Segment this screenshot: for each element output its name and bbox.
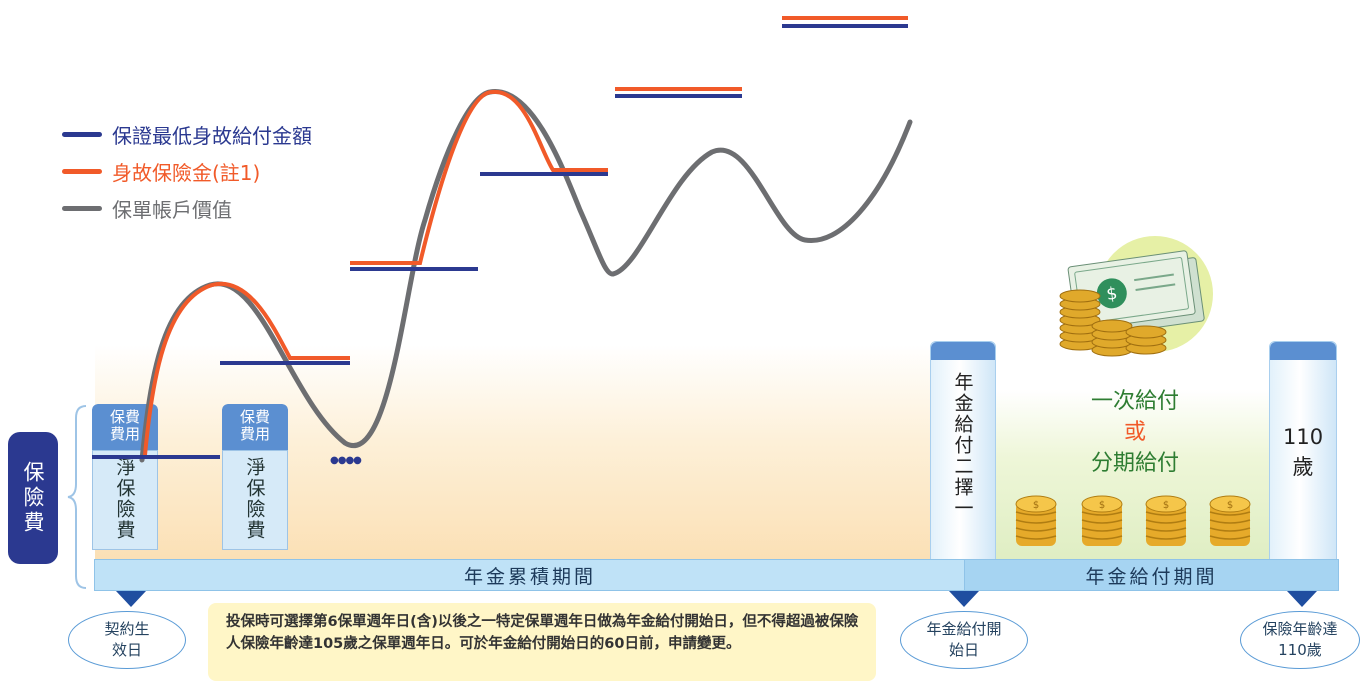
milestone-age-110-label: 保險年齡達110歲 [1262, 620, 1338, 659]
premium-badge-label: 保險費 [21, 460, 45, 536]
continuation-dots: ●●●● [330, 455, 362, 466]
death-benefit-curve [143, 281, 350, 456]
premium-fee-2: 保費費用 [222, 404, 288, 450]
premium-fee-1-label: 保費費用 [109, 408, 140, 443]
legend-swatch-guaranteed [62, 132, 102, 137]
milestone-age-110: 保險年齡達110歲 [1240, 611, 1360, 669]
annuity-choice-label: 年金給付二擇一 [951, 372, 974, 519]
premium-tower-1: 保費費用 淨保險費 [92, 404, 158, 550]
legend-label-account-value: 保單帳戶價值 [112, 198, 232, 222]
money-illustration: $ [1059, 236, 1213, 357]
accumulation-period-bar: 年金累積期間 [94, 559, 966, 591]
legend-label-guaranteed: 保證最低身故給付金額 [112, 124, 312, 148]
age-110-tower: 110歲 [1269, 341, 1337, 561]
marker-age-110 [1287, 591, 1317, 607]
option-installments: 分期給付 [1090, 451, 1179, 476]
milestone-payout-start: 年金給付開始日 [900, 611, 1028, 669]
legend: 保證最低身故給付金額 身故保險金(註1) 保單帳戶價值 [62, 120, 312, 223]
account-value-curve [139, 89, 913, 463]
net-premium-1-label: 淨保險費 [113, 457, 136, 541]
legend-guaranteed-min: 保證最低身故給付金額 [62, 120, 312, 149]
legend-label-death-benefit: 身故保險金(註1) [112, 161, 261, 185]
milestone-effective-date-label: 契約生效日 [104, 620, 150, 659]
annuity-choice-tower: 年金給付二擇一 [930, 341, 996, 561]
premium-brace [67, 405, 87, 589]
annuity-choice-cap [931, 342, 995, 360]
payout-period-bar: 年金給付期間 [964, 559, 1339, 591]
marker-payout-start [949, 591, 979, 607]
premium-tower-2: 保費費用 淨保險費 [222, 404, 288, 550]
marker-effective-date [116, 591, 146, 607]
net-premium-2-label: 淨保險費 [243, 457, 266, 541]
age-110-label: 110歲 [1283, 425, 1324, 479]
payout-period-label: 年金給付期間 [1085, 565, 1218, 588]
legend-swatch-account-value [62, 206, 102, 211]
legend-swatch-death-benefit [62, 169, 102, 174]
payout-start-note: 投保時可選擇第6保單週年日(含)以後之一特定保單週年日做為年金給付開始日，但不得… [208, 603, 876, 681]
option-or: 或 [1123, 420, 1146, 445]
death-benefit-segment-2 [350, 89, 608, 265]
net-premium-1: 淨保險費 [92, 450, 158, 550]
premium-badge: 保險費 [8, 432, 58, 564]
legend-account-value: 保單帳戶價值 [62, 194, 312, 223]
legend-death-benefit: 身故保險金(註1) [62, 157, 312, 186]
net-premium-2: 淨保險費 [222, 450, 288, 550]
milestone-payout-start-label: 年金給付開始日 [926, 620, 1002, 659]
age-110-cap [1270, 342, 1336, 360]
premium-fee-2-label: 保費費用 [239, 408, 270, 443]
payout-options: 一次給付 或 分期給付 [1060, 386, 1210, 479]
accumulation-period-label: 年金累積期間 [463, 565, 596, 588]
milestone-effective-date: 契約生效日 [68, 611, 186, 669]
svg-text:$: $ [1105, 284, 1119, 305]
payout-start-note-text: 投保時可選擇第6保單週年日(含)以後之一特定保單週年日做為年金給付開始日，但不得… [226, 614, 859, 652]
option-lump-sum: 一次給付 [1090, 389, 1179, 414]
